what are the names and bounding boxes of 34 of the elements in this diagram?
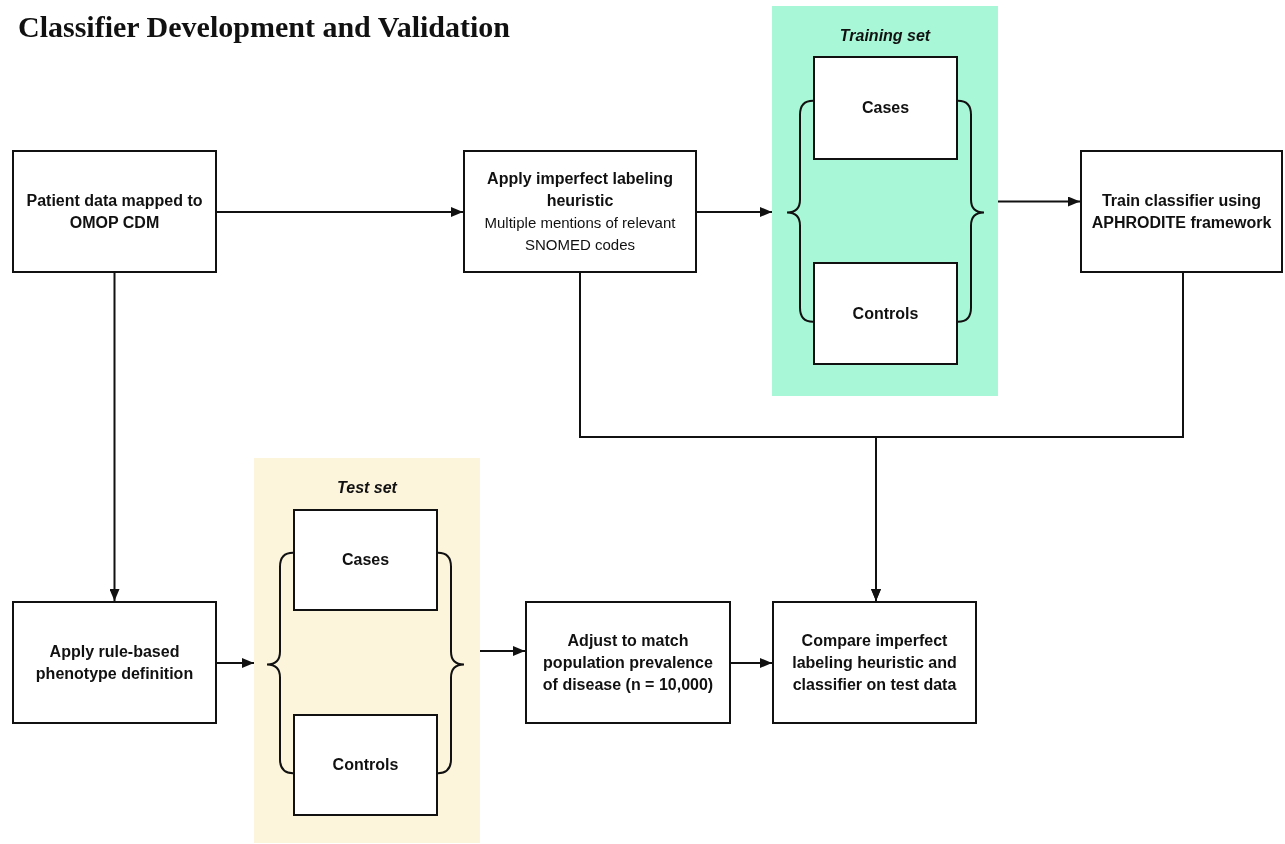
arrow: [730, 658, 773, 668]
box-label: Controls: [332, 755, 399, 775]
process-box: [293, 714, 438, 816]
process-box: [772, 601, 977, 724]
box-label: Adjust to match population prevalence of disease (n = 10,000): [541, 630, 715, 695]
box-label: Compare imperfect labeling heuristic and classifier on test data: [791, 630, 958, 695]
process-box: [12, 150, 217, 273]
box-label: Train classifier using APHRODITE framework: [1090, 190, 1273, 233]
diagram-title: Classifier Development and Validation: [18, 9, 510, 45]
group-band: [254, 458, 480, 843]
arrow: [479, 646, 526, 656]
group-band: [772, 6, 998, 396]
box-label: Cases: [861, 98, 910, 118]
arrow: [997, 196, 1081, 207]
box-label: Patient data mapped to OMOP CDM: [25, 190, 204, 233]
group-heading: Test set: [336, 478, 399, 498]
process-box: [813, 56, 958, 160]
box-label: Cases: [341, 550, 390, 570]
process-box: [463, 150, 697, 273]
box-description: Multiple mentions of relevant SNOMED codes: [483, 212, 677, 255]
box-label: Apply rule-based phenotype definition: [34, 641, 195, 684]
process-box: [12, 601, 217, 724]
process-box: [813, 262, 958, 365]
process-box: [525, 601, 731, 724]
process-box: [293, 509, 438, 611]
process-box: [1080, 150, 1283, 273]
box-label: Controls: [852, 303, 919, 324]
arrow: [871, 272, 1184, 602]
arrow: [216, 658, 255, 668]
box-label: Apply imperfect labeling heuristic: [486, 168, 674, 211]
group-heading: Training set: [838, 26, 932, 46]
arrow: [696, 207, 773, 217]
arrow: [109, 272, 120, 602]
arrow: [216, 207, 464, 217]
